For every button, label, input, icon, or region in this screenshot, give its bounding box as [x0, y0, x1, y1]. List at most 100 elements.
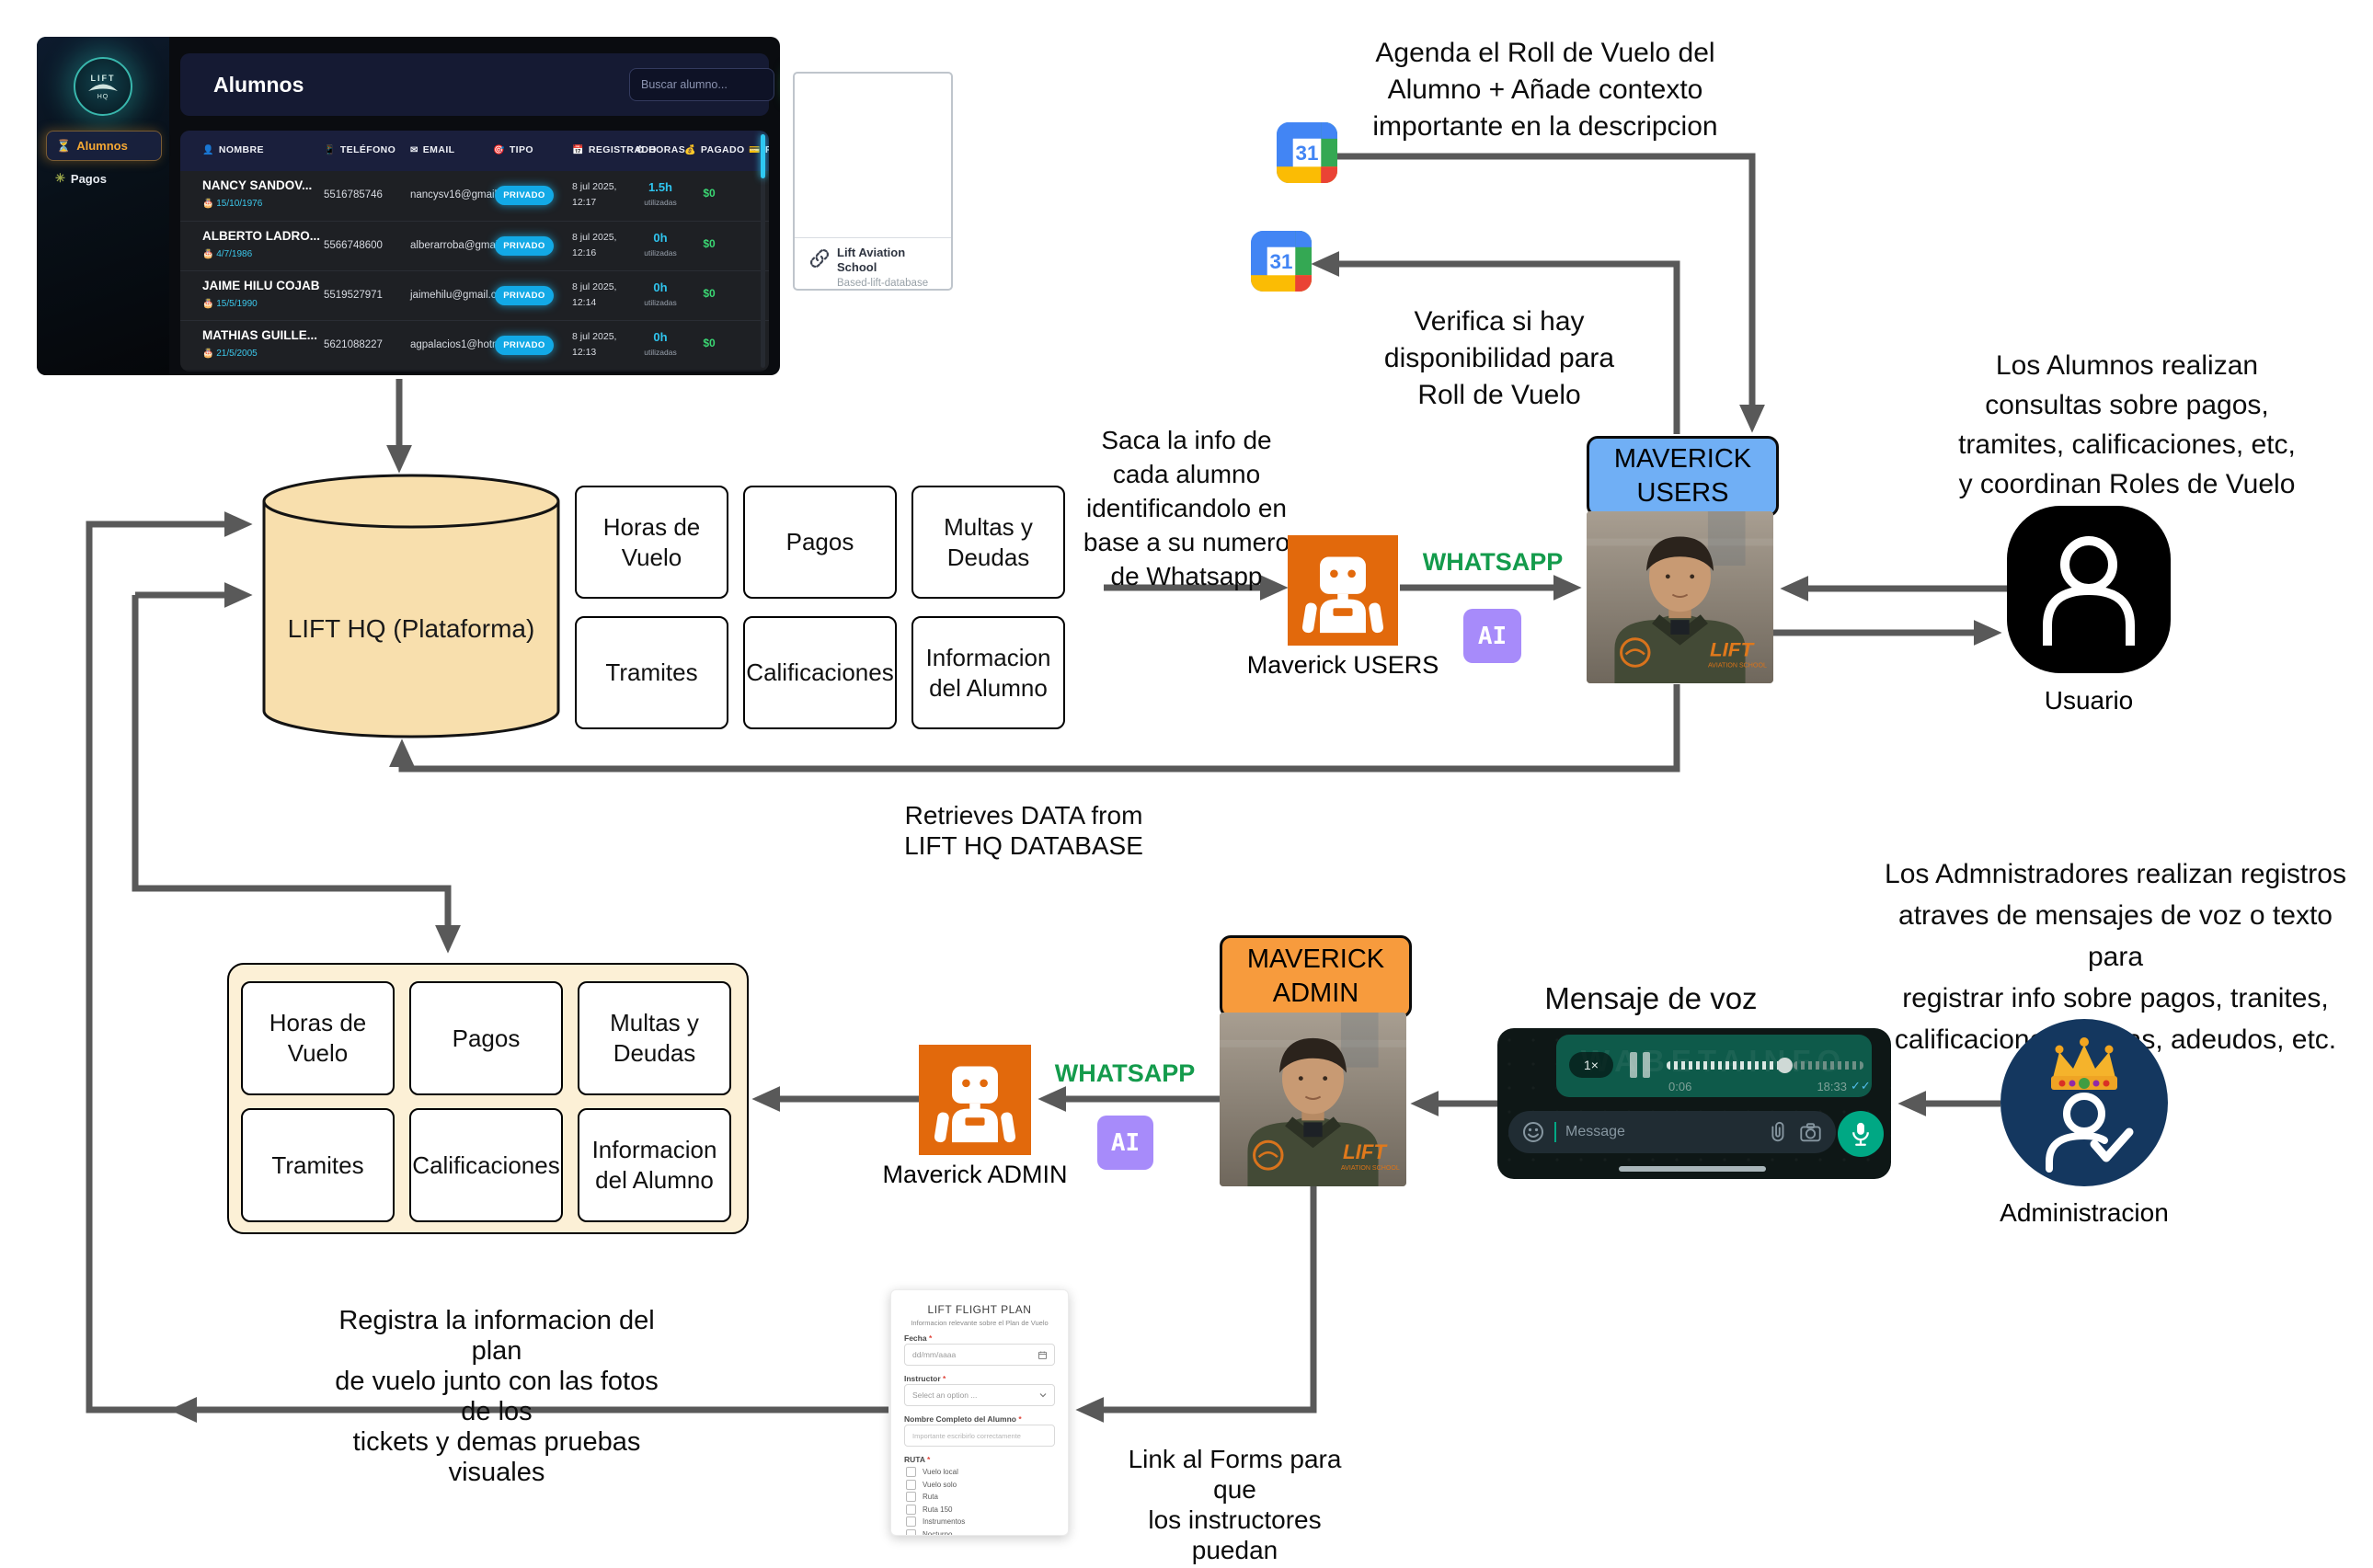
waveform-scrubber[interactable]: [1777, 1058, 1793, 1073]
registered-date: 8 jul 2025,: [572, 181, 617, 192]
checkbox-row[interactable]: Vuelo solo: [906, 1479, 957, 1490]
checkbox[interactable]: [906, 1528, 916, 1535]
table-row[interactable]: JAIME HILU COJAB 🎂 15/5/1990 5519527971 …: [180, 270, 769, 320]
robot-users-label: Maverick USERS: [1246, 651, 1439, 679]
page-title: Alumnos: [213, 73, 304, 97]
checkbox-row[interactable]: Vuelo local: [906, 1467, 958, 1477]
pause-icon: [1643, 1052, 1650, 1078]
read-receipts-icon: ✓✓: [1851, 1079, 1871, 1093]
ai-badge: AI: [1463, 609, 1521, 663]
robot-admin-label: Maverick ADMIN: [882, 1161, 1068, 1188]
note-verifica: Verifica si hay disponibilidad para Roll…: [1383, 306, 1615, 410]
lift-database-card[interactable]: Lift Aviation School Based-lift-database: [793, 72, 953, 291]
student-phone: 5519527971: [324, 290, 383, 301]
usuario-icon: [2007, 506, 2171, 673]
required-star: *: [943, 1374, 946, 1383]
registered-time: 12:16: [572, 247, 597, 258]
hours-value: 1.5h: [648, 180, 672, 194]
student-email: jaimehilu@gmail.com: [410, 290, 511, 301]
fecha-input[interactable]: dd/mm/aaaa: [904, 1344, 1055, 1366]
person-icon: 👤: [202, 144, 214, 155]
module-tramites: Tramites: [575, 616, 728, 729]
module-horas-de-vuelo: Horas de Vuelo: [241, 981, 395, 1095]
note-link-forms: Link al Forms para que los instructores …: [1112, 1445, 1358, 1568]
checkbox-label: Vuelo solo: [923, 1480, 957, 1489]
checkbox-row[interactable]: Nocturno: [906, 1528, 953, 1536]
table-row[interactable]: ALBERTO LADRO... 🎂 4/7/1986 5566748600 a…: [180, 221, 769, 270]
module-informacion-alumno: Informacion del Alumno: [911, 616, 1065, 729]
jacket-sub-text: AVIATION SCHOOL: [1708, 662, 1767, 669]
field-label-instructor: Instructor: [904, 1374, 941, 1383]
target-icon: 🎯: [493, 144, 505, 155]
nombre-input[interactable]: Importante escribirlo correctamente: [904, 1425, 1055, 1447]
divider: [795, 237, 951, 238]
sidebar-item-label: Pagos: [70, 171, 107, 186]
playback-speed-pill[interactable]: 1×: [1569, 1052, 1613, 1078]
scrollbar-track: [761, 134, 765, 368]
usuario-label: Usuario: [2044, 686, 2134, 715]
card-icon: 💳: [749, 144, 761, 155]
maverick-users-box: MAVERICK USERS: [1587, 436, 1779, 517]
attachment-icon[interactable]: [1765, 1120, 1789, 1144]
checkbox[interactable]: [906, 1492, 916, 1502]
required-star: *: [928, 1333, 933, 1343]
checkbox[interactable]: [906, 1467, 916, 1477]
lift-hq-logo: LIFT HQ: [74, 57, 132, 116]
phone-icon: 📱: [324, 144, 336, 155]
logo-wings-icon: [88, 84, 118, 91]
scrollbar-thumb[interactable]: [761, 134, 765, 178]
note-saca-info: Saca la info de cada alumno identificand…: [1083, 426, 1290, 590]
form-title: LIFT FLIGHT PLAN: [927, 1303, 1032, 1316]
birthday-icon: 🎂: [202, 299, 214, 309]
instructor-select[interactable]: Select an option ...: [904, 1384, 1055, 1406]
checkbox-row[interactable]: Instrumentos: [906, 1516, 965, 1527]
paid-value: $0: [703, 287, 716, 300]
card-title: Lift Aviation School: [837, 246, 906, 274]
table-row[interactable]: MATHIAS GUILLE... 🎂 21/5/2005 5621088227…: [180, 320, 769, 370]
checkbox[interactable]: [906, 1504, 916, 1515]
robot-users-icon: [1288, 535, 1398, 646]
note-registra-plan: Registra la informacion del plan de vuel…: [335, 1306, 659, 1487]
spark-icon: ✳: [55, 171, 65, 185]
panel-title-bar: Alumnos + Añadir Alumno: [180, 53, 774, 116]
registered-date: 8 jul 2025,: [572, 232, 617, 243]
whatsapp-chat-screenshot: WABETAINFO 1× 0:06 18:33 ✓✓ Message: [1497, 1028, 1891, 1179]
checkbox[interactable]: [906, 1516, 916, 1527]
hours-sub: utilizadas: [644, 198, 677, 207]
paid-value: $0: [703, 187, 716, 200]
sidebar: LIFT HQ ⏳ Alumnos ✳ Pagos: [37, 37, 169, 375]
instructor-placeholder: Select an option ...: [912, 1391, 978, 1400]
search-input[interactable]: [629, 68, 774, 101]
emoji-icon[interactable]: [1521, 1120, 1545, 1144]
birthday-icon: 🎂: [202, 349, 214, 359]
module-horas-de-vuelo: Horas de Vuelo: [575, 486, 728, 599]
logo-text-hq: HQ: [97, 93, 109, 100]
pause-icon[interactable]: [1630, 1052, 1637, 1078]
money-icon: 💰: [684, 144, 696, 155]
calendar-day: 31: [1270, 250, 1293, 273]
registered-date: 8 jul 2025,: [572, 281, 617, 292]
sidebar-item-alumnos[interactable]: ⏳ Alumnos: [46, 131, 162, 161]
col-horas: HORAS: [648, 144, 686, 155]
checkbox[interactable]: [906, 1479, 916, 1490]
student-email: nancysv16@gmail.com: [410, 189, 521, 200]
mic-button[interactable]: [1838, 1111, 1884, 1157]
camera-icon[interactable]: [1798, 1120, 1823, 1144]
message-input-bar[interactable]: Message: [1508, 1111, 1836, 1153]
maverick-users-photo: LIFT AVIATION SCHOOL: [1587, 511, 1773, 683]
checkbox-row[interactable]: Ruta: [906, 1492, 938, 1502]
date-picker-icon[interactable]: [1038, 1350, 1047, 1359]
checkbox-row[interactable]: Ruta 150: [906, 1504, 952, 1515]
flight-plan-form-screenshot: LIFT FLIGHT PLAN Informacion relevante s…: [890, 1289, 1069, 1536]
hours-value: 0h: [653, 280, 668, 294]
col-nombre: NOMBRE: [218, 144, 264, 155]
col-pend: PEND: [764, 144, 769, 155]
note-agenda: Agenda el Roll de Vuelo del Alumno + Aña…: [1372, 38, 1718, 142]
table-row[interactable]: NANCY SANDOV... 🎂 15/10/1976 5516785746 …: [180, 171, 769, 221]
sidebar-item-pagos[interactable]: ✳ Pagos: [55, 171, 107, 186]
voice-message-bubble: WABETAINFO 1× 0:06 18:33 ✓✓: [1556, 1035, 1872, 1097]
module-tramites: Tramites: [241, 1108, 395, 1222]
checkbox-label: Nocturno: [923, 1529, 953, 1536]
maverick-admin-photo: LIFT AVIATION SCHOOL: [1220, 1013, 1406, 1186]
note-retrieves-data: Retrieves DATA from LIFT HQ DATABASE: [904, 801, 1143, 860]
